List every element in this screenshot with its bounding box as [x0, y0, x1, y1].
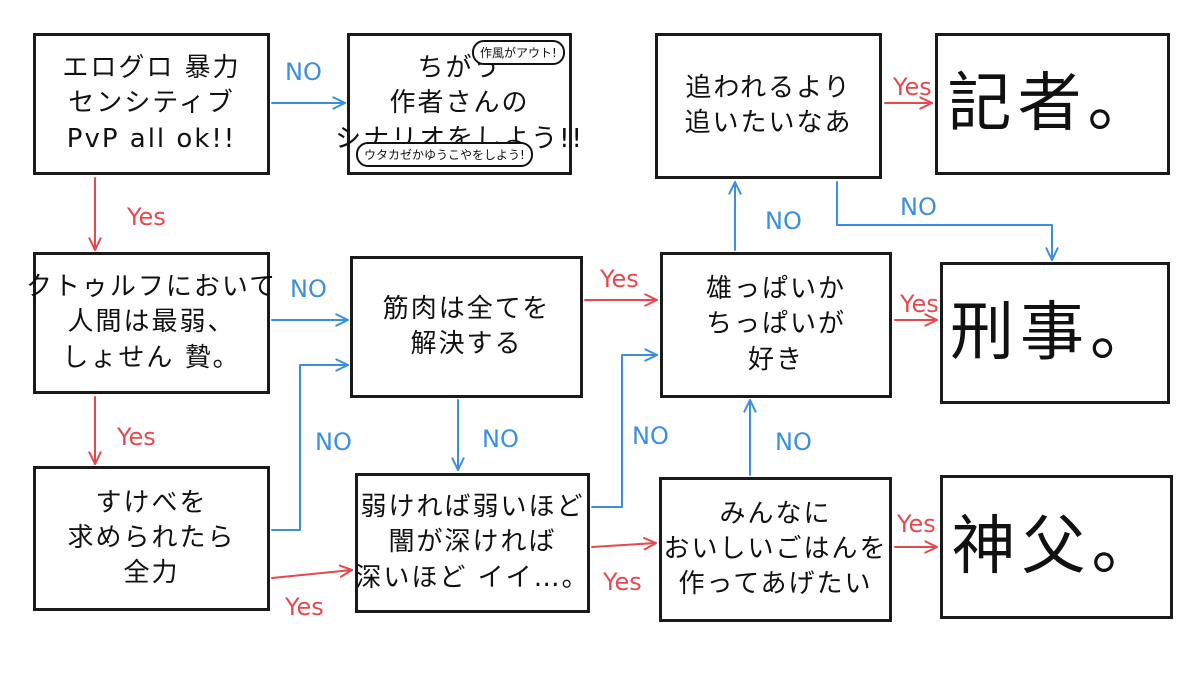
node-weak: 弱ければ弱いほど 闇が深ければ 深いほど イイ…。 — [355, 473, 590, 613]
node-start-line-3: PvP all ok!! — [66, 123, 237, 154]
arrow-cook-to-manly — [743, 399, 757, 476]
node-chase-line-2: 追いたいなあ — [684, 108, 853, 138]
node-muscle: 筋肉は全てを 解決する — [350, 256, 583, 398]
arrow-weak-to-manly — [591, 348, 658, 508]
result-priest-text: 神父。 — [951, 509, 1162, 584]
arrow-chase-to-detective — [836, 181, 1059, 261]
node-manly-line-2: ちっぱいが — [705, 309, 846, 340]
arrow-start-to-author — [271, 96, 346, 110]
node-author-scenario: ちがう 作者さんの シナリオをしよう!! — [335, 33, 582, 175]
node-cook-line-1: みんなに — [719, 498, 832, 529]
result-reporter: 記者。 — [935, 33, 1170, 175]
arrow-muscle-to-manly — [584, 293, 658, 307]
result-priest: 神父。 — [940, 475, 1173, 619]
node-weak-line-2: 闇が深ければ — [388, 527, 557, 558]
edge-label-yes-start-cthulhu: Yes — [127, 203, 166, 231]
node-cthulhu-line-1: クトゥルフにおいて — [25, 272, 278, 303]
edge-label-yes-manly-detective: Yes — [900, 290, 939, 318]
node-lewd: すけべを 求められたら 全力 — [33, 466, 270, 611]
node-chase-line-1: 追われるより — [685, 72, 852, 103]
node-author-line-2: 作者さんの — [389, 88, 530, 119]
edge-label-no-chase-detective: NO — [900, 193, 937, 221]
arrow-manly-to-chase — [728, 181, 742, 251]
node-start-line-1: エログロ 暴力 — [62, 53, 241, 84]
arrow-muscle-to-weak — [451, 399, 465, 471]
node-lewd-line-3: 全力 — [123, 558, 180, 589]
node-cthulhu: クトゥルフにおいて 人間は最弱、 しょせん 贄。 — [26, 252, 275, 394]
edge-label-yes-weak-cook: Yes — [603, 568, 642, 596]
edge-label-yes-chase-reporter: Yes — [893, 73, 932, 101]
node-cook-line-2: おいしいごはんを — [663, 533, 888, 564]
edge-label-yes-muscle-manly: Yes — [600, 265, 639, 293]
edge-label-no-cook-manly: NO — [775, 428, 812, 456]
node-start-line-2: センシティブ — [68, 88, 235, 119]
node-cthulhu-line-3: しょせん 贄。 — [62, 342, 241, 373]
edge-label-no-start-author: NO — [285, 58, 322, 86]
node-muscle-line-1: 筋肉は全てを — [382, 293, 551, 324]
arrow-cthulhu-to-lewd — [88, 396, 102, 465]
edge-label-yes-cook-priest: Yes — [897, 510, 936, 538]
edge-label-no-manly-chase: NO — [765, 207, 802, 235]
node-cthulhu-line-2: 人間は最弱、 — [67, 307, 236, 338]
node-muscle-line-2: 解決する — [410, 329, 523, 359]
arrow-cthulhu-to-muscle — [271, 313, 349, 327]
result-detective-text: 刑事。 — [950, 295, 1160, 370]
node-start: エログロ 暴力 センシティブ PvP all ok!! — [33, 33, 270, 175]
arrow-lewd-to-weak — [271, 564, 353, 579]
arrow-start-to-cthulhu — [88, 177, 102, 251]
node-manly-line-3: 好き — [747, 344, 804, 375]
node-weak-line-3: 深いほど イイ…。 — [355, 562, 590, 593]
result-reporter-text: 記者。 — [947, 66, 1158, 141]
arrow-manly-to-detective — [894, 313, 938, 327]
node-cook-line-3: 作ってあげたい — [678, 569, 873, 600]
node-weak-line-1: 弱ければ弱いほど — [360, 492, 585, 523]
edge-label-no-cthulhu-muscle: NO — [290, 275, 327, 303]
node-manly-line-1: 雄っぱいか — [705, 274, 846, 305]
edge-label-no-weak-manly: NO — [632, 422, 669, 450]
result-detective: 刑事。 — [940, 262, 1170, 404]
arrow-cook-to-priest — [894, 540, 938, 554]
arrow-lewd-to-muscle — [271, 358, 349, 531]
node-chase: 追われるより 追いたいなあ — [655, 33, 882, 179]
node-cook: みんなに おいしいごはんを 作ってあげたい — [659, 477, 892, 622]
arrow-chase-to-reporter — [884, 96, 933, 110]
edge-label-no-lewd-muscle: NO — [315, 428, 352, 456]
node-lewd-line-1: すけべを — [95, 487, 208, 518]
edge-label-yes-cthulhu-lewd: Yes — [117, 423, 156, 451]
edge-label-yes-lewd-weak: Yes — [285, 593, 324, 621]
note-alt-system: ウタカゼかゆうこやをしよう! — [356, 142, 533, 167]
edge-label-no-muscle-weak: NO — [482, 425, 519, 453]
node-lewd-line-2: 求められたら — [67, 522, 236, 553]
arrow-weak-to-cook — [591, 537, 657, 551]
note-style-out: 作風がアウト! — [472, 40, 565, 65]
node-manly: 雄っぱいか ちっぱいが 好き — [660, 252, 892, 398]
